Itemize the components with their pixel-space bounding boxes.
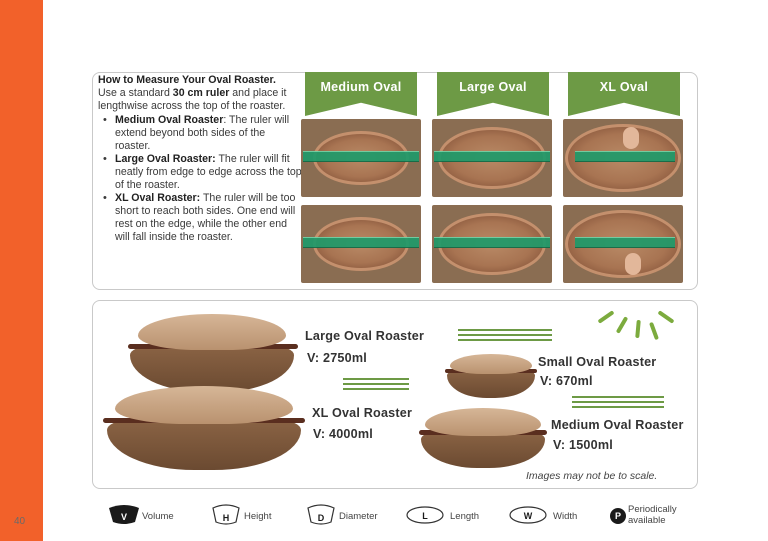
photo-medium-top — [301, 119, 421, 197]
roaster-lid — [450, 354, 532, 374]
scale-note: Images may not be to scale. — [526, 470, 658, 482]
legend-volume: V Volume — [107, 500, 187, 530]
legend-label: Height — [244, 511, 272, 522]
ruler — [575, 151, 675, 162]
instruction-text: The ruler will extend beyond both sides … — [115, 114, 290, 152]
legend-height: H Height — [209, 500, 289, 530]
instruction-text: The ruler will fit neatly from edge to e… — [115, 153, 302, 191]
instruction-text: The ruler will be too short to reach bot… — [115, 192, 296, 243]
svg-text:L: L — [422, 511, 428, 521]
diameter-icon: D — [307, 504, 335, 525]
measure-instructions: How to Measure Your Oval Roaster. Use a … — [98, 74, 303, 244]
legend-label: Width — [553, 511, 578, 522]
legend-label: Volume — [142, 511, 174, 522]
legend-label: Periodically available — [628, 504, 677, 526]
large-roaster-name: Large Oval Roaster — [305, 329, 425, 343]
intro-ruler-size: 30 cm ruler — [172, 87, 230, 99]
decorative-lines — [458, 329, 552, 344]
roaster-lid — [425, 408, 541, 436]
instruction-xl: XL Oval Roaster: The ruler will be too s… — [98, 192, 303, 244]
svg-text:W: W — [524, 511, 533, 521]
width-icon: W — [509, 506, 547, 524]
instructions-intro: Use a standard 30 cm ruler and place it … — [98, 87, 303, 113]
roaster-lid — [115, 386, 293, 424]
large-roaster-volume: V: 2750ml — [307, 351, 367, 365]
instruction-term: XL Oval Roaster: — [115, 192, 201, 204]
legend-width: W Width — [508, 500, 588, 530]
legend-label: Diameter — [339, 511, 378, 522]
page-number: 40 — [14, 516, 26, 527]
xl-roaster-image — [101, 384, 307, 470]
instruction-large: Large Oval Roaster: The ruler will fit n… — [98, 153, 303, 192]
small-roaster-name: Small Oval Roaster — [538, 355, 657, 369]
instruction-medium: Medium Oval Roaster: The ruler will exte… — [98, 114, 303, 153]
intro-text-c: and place it lengthwise across the top o… — [98, 87, 287, 112]
hand-image — [623, 127, 639, 149]
legend-label: Length — [450, 511, 480, 522]
hand-image — [625, 253, 641, 275]
legend-length: L Length — [405, 500, 490, 530]
ruler — [434, 151, 550, 162]
svg-text:D: D — [318, 513, 325, 523]
periodically-available-icon: P — [610, 508, 626, 524]
instruction-sep: : — [223, 114, 230, 126]
ruler — [303, 237, 419, 248]
medium-roaster-image — [417, 406, 549, 468]
decorative-lines — [572, 396, 664, 411]
photo-large-top — [432, 119, 552, 197]
ruler — [575, 237, 675, 248]
svg-text:H: H — [223, 513, 230, 523]
instruction-term: Large Oval Roaster: — [115, 153, 216, 165]
legend-diameter: D Diameter — [304, 500, 389, 530]
small-roaster-image — [444, 352, 538, 398]
medium-roaster-volume: V: 1500ml — [553, 438, 613, 452]
small-roaster-volume: V: 670ml — [540, 374, 593, 388]
photo-xl-bottom — [563, 205, 683, 283]
large-roaster-image — [126, 312, 300, 392]
roaster-base — [421, 432, 545, 468]
roaster-lid — [138, 314, 286, 350]
side-accent-bar — [0, 0, 43, 541]
height-icon: H — [212, 504, 240, 525]
photo-xl-top — [563, 119, 683, 197]
instructions-list: Medium Oval Roaster: The ruler will exte… — [98, 114, 303, 244]
photo-large-bottom — [432, 205, 552, 283]
ruler — [434, 237, 550, 248]
xl-roaster-name: XL Oval Roaster — [312, 406, 413, 420]
roaster-base — [107, 420, 301, 470]
photo-medium-bottom — [301, 205, 421, 283]
svg-text:V: V — [121, 512, 127, 522]
roaster-base — [447, 370, 535, 398]
instructions-title: How to Measure Your Oval Roaster. — [98, 74, 276, 86]
legend-periodically-available: P Periodically available — [609, 500, 689, 530]
xl-roaster-volume: V: 4000ml — [313, 427, 373, 441]
length-icon: L — [406, 506, 444, 524]
ruler — [303, 151, 419, 162]
instruction-term: Medium Oval Roaster — [115, 114, 224, 126]
intro-text-a: Use a standard — [98, 87, 173, 99]
decorative-lines — [343, 378, 409, 393]
volume-icon: V — [109, 505, 139, 524]
medium-roaster-name: Medium Oval Roaster — [551, 418, 684, 432]
